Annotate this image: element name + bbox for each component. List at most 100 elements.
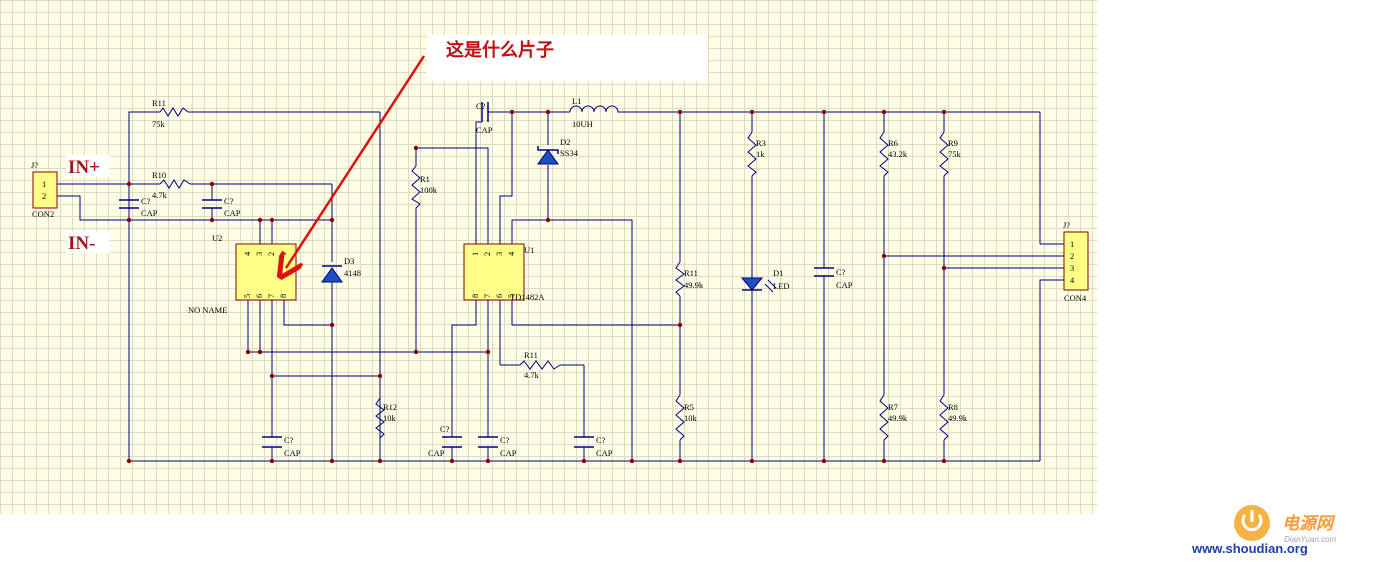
junction-dot [821,458,827,464]
c-b4-ref: C? [596,435,606,445]
junction-dot [509,109,515,115]
l1-value: 10UH [572,119,593,129]
junction-dot [209,217,215,223]
r7-value: 49.9k [888,413,908,423]
junction-dot [245,349,251,355]
r12-ref: R12 [383,402,397,412]
junction-dot [329,458,335,464]
resistor-r11-mid-symbol [519,360,561,370]
resistor-r7-symbol [879,394,889,441]
r9-value: 75k [948,149,962,159]
c-b3-ref: C? [500,435,510,445]
d2-value: SS34 [560,148,579,158]
c-b1-ref: C? [284,435,294,445]
junction-dot [257,349,263,355]
u2-value: NO NAME [188,305,227,315]
u1-ref: U1 [524,245,534,255]
capacitor-c-b4-symbol [574,436,594,448]
u1-pin: 6 [494,294,504,298]
watermark-brand: 电源网 [1282,514,1336,533]
d1-ref: D1 [773,268,783,278]
watermark-logo-icon [1234,505,1270,541]
u1-pin: 4 [506,251,516,256]
r11-right-value: 49.9k [684,280,704,290]
j-left-pin: 2 [42,191,46,201]
j-right-pin: 3 [1070,263,1074,273]
junction-dot [941,265,947,271]
u2-pin: 2 [266,252,276,256]
watermark: 电源网 DianYuan.com www.shoudian.org [1191,505,1337,556]
r11-top-ref: R11 [152,98,166,108]
labels: 这是什么片子 IN+ IN- J? 1 2 CON2 J? 1 2 3 4 CO… [31,35,1087,458]
junction-dot [269,217,275,223]
capacitor-c-in1-symbol [119,199,139,209]
junction-dot [941,458,947,464]
capacitor-c-out-symbol [814,267,834,277]
c-b4-value: CAP [596,448,613,458]
c-b2-ref: C? [440,424,450,434]
resistor-r12-symbol [375,397,385,439]
d2-ref: D2 [560,137,570,147]
u1-pin: 2 [482,252,492,256]
capacitor-c-boot-symbol [481,102,489,122]
resistor-r11-right-symbol [675,261,685,297]
in-minus-box [66,231,110,253]
c-in2-ref: C? [224,196,234,206]
r11-top-value: 75k [152,119,166,129]
r7-ref: R7 [888,402,898,412]
connector-j-left-body [32,171,58,209]
connector-j-right-body [1063,231,1089,291]
junction-dot [581,458,587,464]
junction-dot [257,217,263,223]
u1-pin: 3 [494,252,504,256]
u2-ref: U2 [212,233,222,243]
c-b3-value: CAP [500,448,517,458]
junction-dot [329,322,335,328]
junction-dot [269,458,275,464]
r8-ref: R8 [948,402,958,412]
j-left-ref: J? [31,160,38,170]
c-in1-ref: C? [141,196,151,206]
annotation-box [427,35,708,81]
junction-dot [329,217,335,223]
wires [57,111,1064,462]
junction-dot [941,109,947,115]
annotation-text: 这是什么片子 [446,39,554,61]
j-right-ref: J? [1063,220,1070,230]
r6-value: 43.2k [888,149,908,159]
annotation-arrow [286,55,426,268]
junction-dot [881,253,887,259]
r3-ref: R3 [756,138,766,148]
ic-u1-body [463,243,525,301]
resistor-r8-symbol [939,394,949,441]
diode-d2-symbol [537,146,559,165]
junction-dot [377,373,383,379]
junction-dot [749,458,755,464]
r6-ref: R6 [888,138,898,148]
resistors [159,107,949,441]
c-boot-value: CAP [476,125,493,135]
resistor-r6-symbol [879,131,889,177]
capacitor-c-in2-symbol [202,199,222,209]
watermark-url: www.shoudian.org [1191,541,1308,556]
junction-dot [485,349,491,355]
junction-dot [821,109,827,115]
junction-dot [485,458,491,464]
j-left-pin: 1 [42,179,46,189]
junction-dot [629,458,635,464]
junction-dot [449,458,455,464]
junction-dot [545,217,551,223]
junction-dot [126,217,132,223]
j-right-pin: 1 [1070,239,1074,249]
junction-dot [377,458,383,464]
r9-ref: R9 [948,138,958,148]
in-plus-box [66,155,110,177]
r8-value: 49.9k [948,413,968,423]
junction-dot [413,349,419,355]
j-right-pin: 2 [1070,251,1074,261]
port-in-minus: IN- [68,233,95,254]
r11-mid-ref: R11 [524,350,538,360]
d3-ref: D3 [344,256,354,266]
inductor-l1-symbol [569,105,620,113]
